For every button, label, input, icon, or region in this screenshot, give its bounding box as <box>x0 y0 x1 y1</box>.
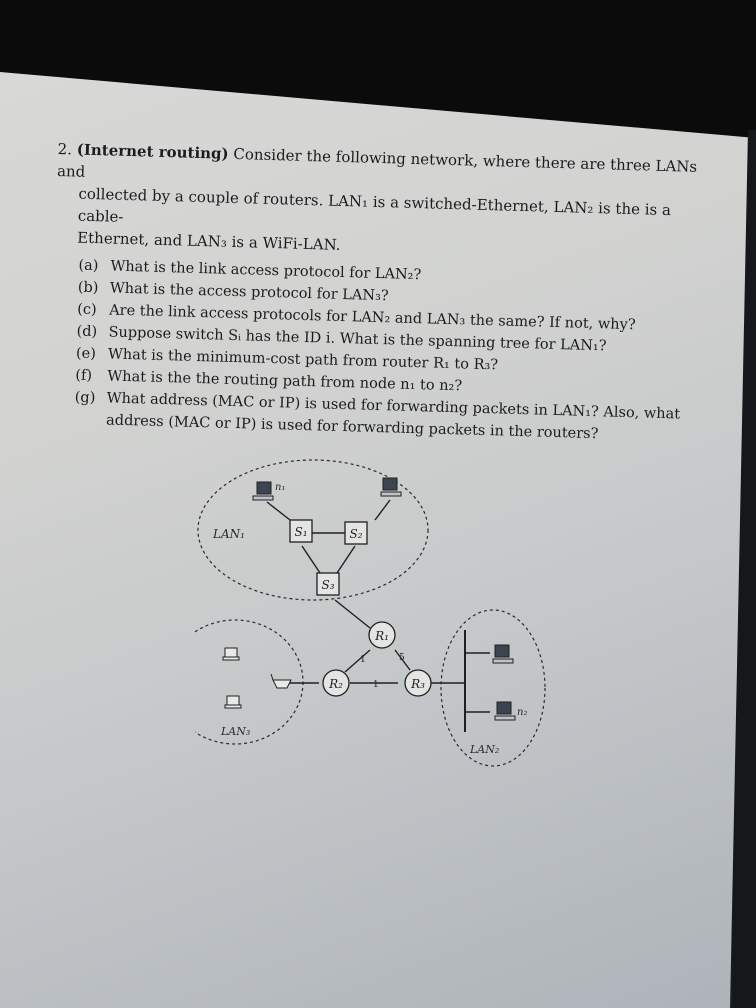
problem-topic: (Internet routing) <box>76 140 229 163</box>
label-n1: n₁ <box>275 482 285 493</box>
svg-text:R₃: R₃ <box>410 677 425 691</box>
laptop-icon <box>224 695 242 709</box>
label-lan2: LAN₂ <box>469 743 499 756</box>
problem-number: 2. <box>57 139 73 159</box>
question-label: (d) <box>76 323 98 341</box>
svg-text:R₂: R₂ <box>328 677 343 691</box>
lan3-boundary <box>195 619 304 745</box>
svg-text:S₁: S₁ <box>294 525 307 539</box>
desktop-icon <box>494 701 516 721</box>
cost-r1-r2: 1 <box>360 655 366 665</box>
question-label: (f) <box>75 367 93 385</box>
svg-text:S₃: S₃ <box>321 578 334 592</box>
router-r1: R₁ <box>368 621 396 649</box>
switch-s1: S₁ <box>289 519 313 543</box>
desktop-icon <box>492 644 514 664</box>
desktop-icon <box>252 481 274 501</box>
lan2-boundary <box>440 609 546 767</box>
svg-text:R₁: R₁ <box>374 629 389 643</box>
cost-r2-r3: 1 <box>373 680 379 690</box>
wifi-access-point-icon <box>270 673 292 689</box>
cost-r1-r3: 5 <box>399 653 405 663</box>
question-label: (c) <box>76 301 97 319</box>
label-lan1: LAN₁ <box>212 527 245 541</box>
desktop-icon <box>380 477 402 497</box>
question-label: (g) <box>74 389 96 407</box>
question-label: (a) <box>78 257 99 275</box>
lan1-boundary <box>197 459 429 601</box>
laptop-icon <box>222 647 240 661</box>
question-label: (b) <box>77 279 99 297</box>
svg-text:S₂: S₂ <box>349 527 362 541</box>
switch-s3: S₃ <box>316 572 340 596</box>
label-lan3: LAN₃ <box>220 725 250 738</box>
question-label: (e) <box>75 345 97 363</box>
question-list: (a) What is the link access protocol for… <box>50 254 705 448</box>
problem-content: 2. (Internet routing) Consider the follo… <box>50 138 708 448</box>
switch-s2: S₂ <box>344 521 368 545</box>
router-r3: R₃ <box>404 669 432 697</box>
router-r2: R₂ <box>322 669 350 697</box>
network-diagram: S₁ S₂ S₃ R₁ R₂ R₃ 1 5 1 <box>195 459 546 767</box>
label-n2: n₂ <box>517 707 527 718</box>
